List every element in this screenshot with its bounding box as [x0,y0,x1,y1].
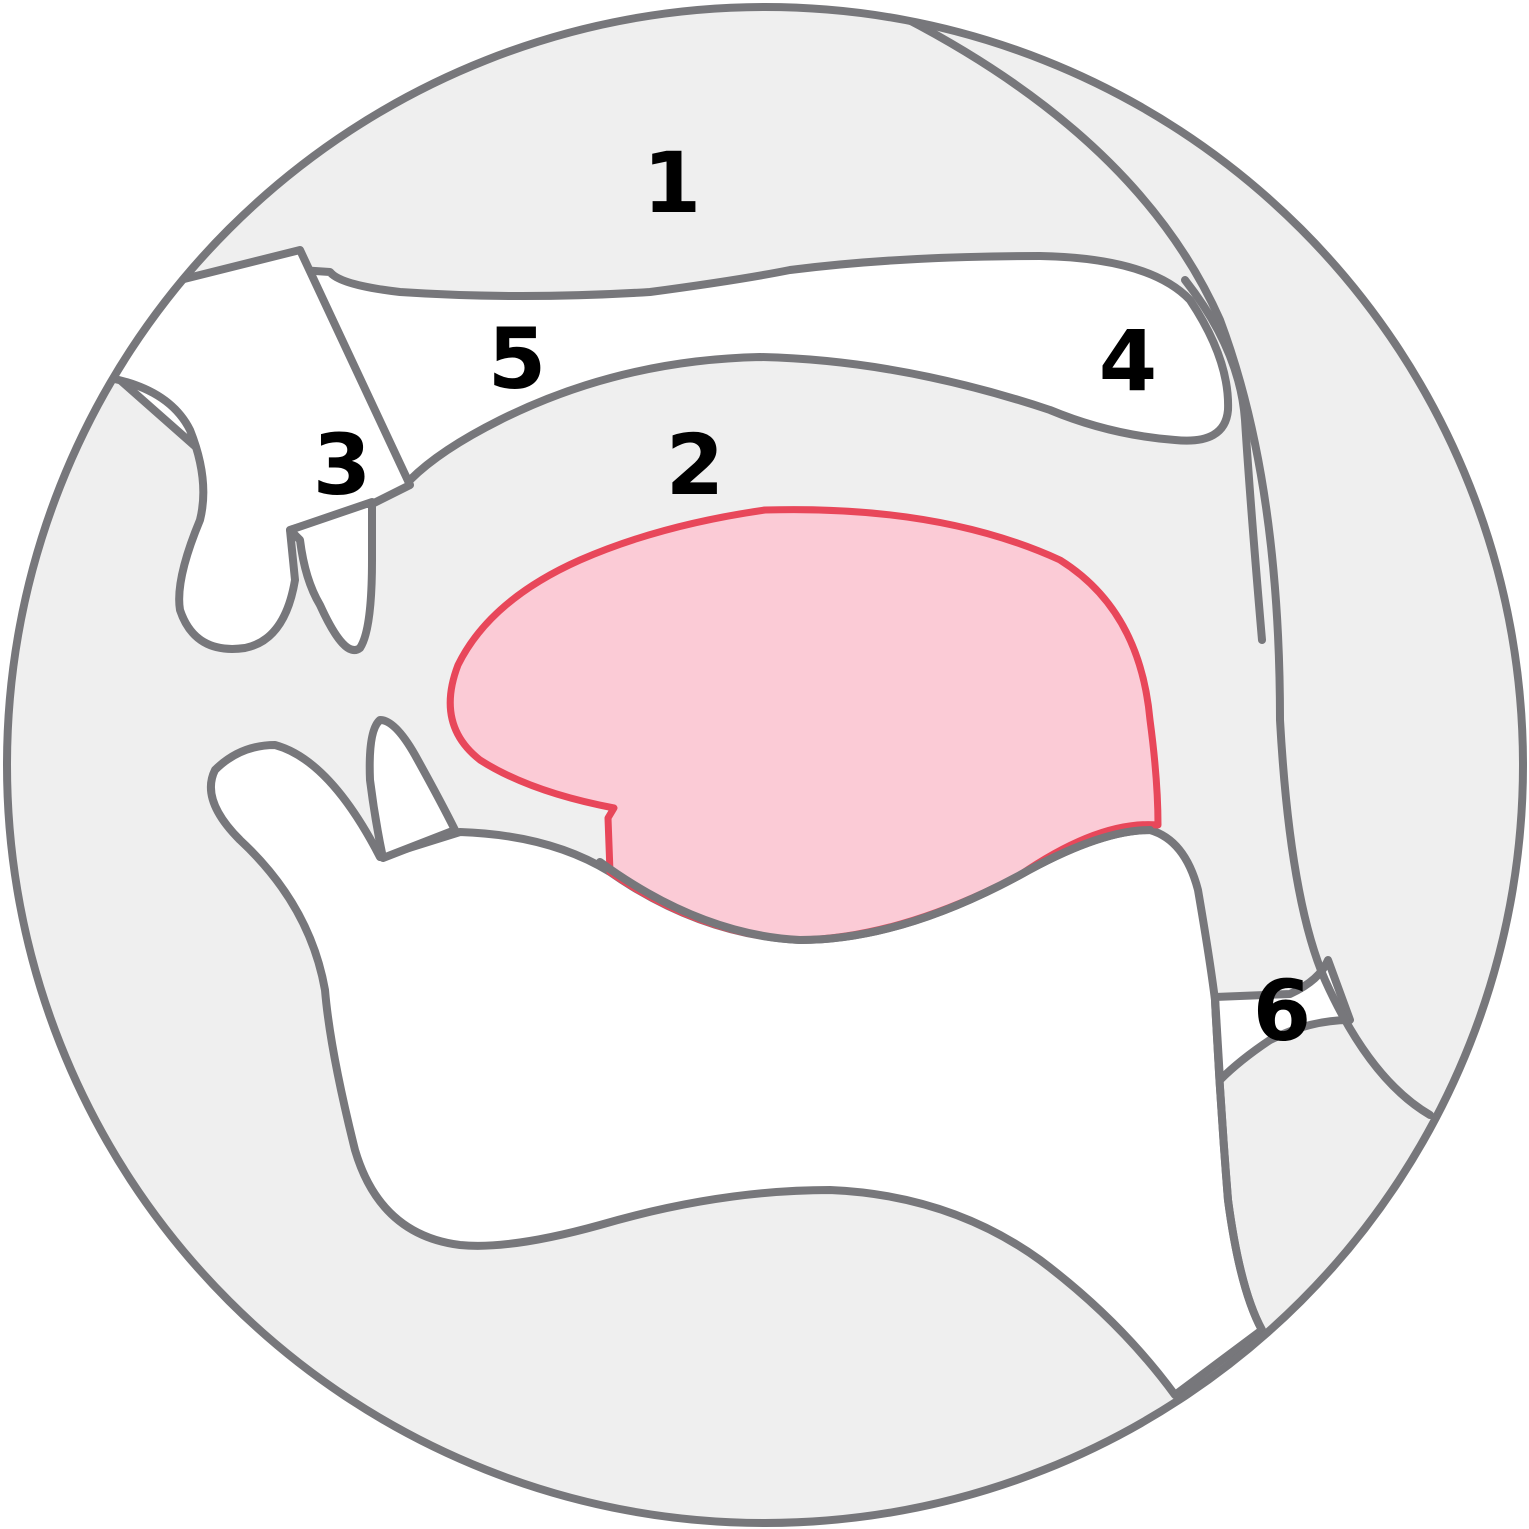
label-3: 3 [313,416,371,514]
upper-lip-region [96,246,414,653]
label-4: 4 [1099,312,1157,410]
label-1: 1 [643,134,701,232]
label-2: 2 [666,416,724,514]
pharynx-front-wall [901,14,1434,1119]
laryngeal-connector [1211,956,1354,1084]
label-6: 6 [1253,962,1311,1060]
diagram-frame [3,3,1527,1527]
tongue-lower-boundary [596,826,1154,944]
upper-tooth [286,498,376,655]
larynx-line [1211,996,1266,1334]
label-5: 5 [488,310,546,408]
pharynx-back-wall [1181,276,1266,644]
lower-tooth [365,716,459,862]
